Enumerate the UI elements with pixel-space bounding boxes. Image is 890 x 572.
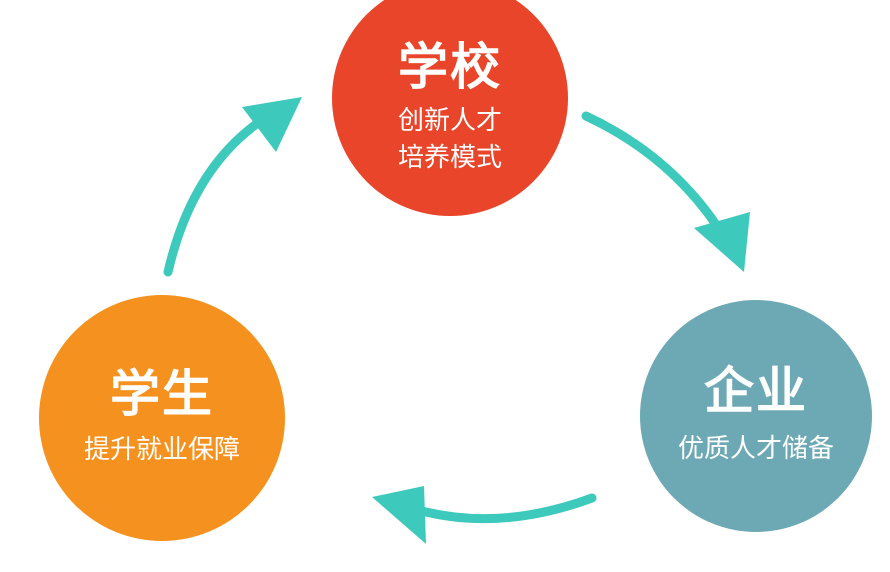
arrow-company-to-student: [372, 486, 597, 544]
school-node: 学校 创新人才 培养模式: [332, 0, 568, 216]
school-title: 学校: [398, 38, 502, 97]
company-node: 企业 优质人才储备: [640, 300, 872, 532]
student-line-1: 提升就业保障: [83, 435, 240, 466]
arrow-student-to-school: [163, 97, 302, 277]
student-title: 学生: [110, 365, 214, 424]
company-line-1: 优质人才储备: [677, 434, 834, 465]
student-node: 学生 提升就业保障: [39, 295, 285, 541]
school-line-1: 创新人才: [397, 106, 502, 137]
arrow-school-to-company: [581, 111, 750, 272]
company-title: 企业: [704, 362, 808, 421]
school-line-2: 培养模式: [397, 142, 502, 173]
